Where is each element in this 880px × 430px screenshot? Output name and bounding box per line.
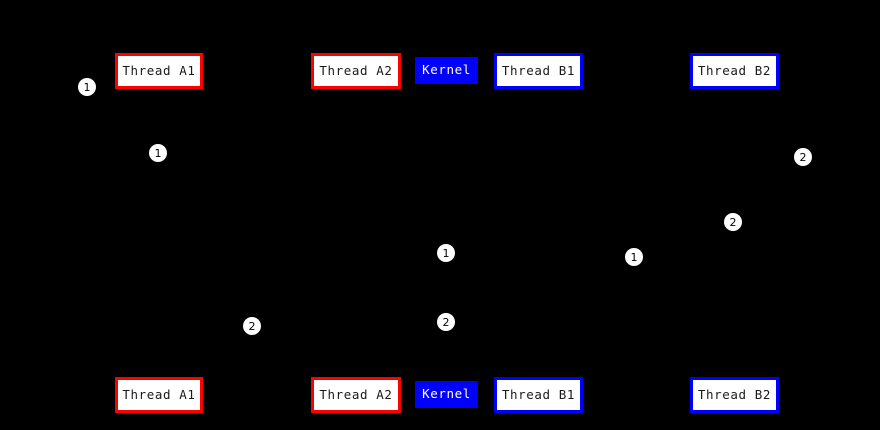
- lifeline-nub-kernel: [445, 83, 448, 86]
- arrowhead-icon: [152, 93, 160, 101]
- participant-thread-b2[interactable]: Thread B2: [690, 53, 779, 89]
- participant-label: Thread B2: [697, 62, 772, 78]
- arrowhead-icon: [349, 332, 357, 340]
- participant-thread-a1-bottom[interactable]: Thread A1: [115, 377, 203, 413]
- participant-label: Thread A2: [319, 62, 393, 78]
- sequence-badge-2: 2: [437, 313, 455, 331]
- lifeline-nub-thread-b2: [733, 88, 736, 91]
- participant-label: Thread B1: [501, 386, 576, 402]
- lifeline-thread-a1: [159, 89, 161, 377]
- message-msg-8: [252, 332, 357, 340]
- participant-label: Thread A1: [122, 62, 196, 78]
- arrowhead-icon: [152, 159, 160, 167]
- lifeline-thread-b1: [538, 89, 540, 377]
- lifeline-nub-thread-a2: [355, 88, 358, 91]
- message-msg-3: [733, 161, 794, 169]
- lifeline-thread-a2: [356, 89, 358, 377]
- participant-kernel-bottom[interactable]: Kernel: [415, 381, 478, 408]
- arrowhead-icon: [733, 161, 741, 169]
- arrowhead-icon: [439, 259, 447, 267]
- sequence-badge-1: 1: [149, 144, 167, 162]
- sequence-badge-1: 1: [625, 248, 643, 266]
- participant-thread-b2-bottom[interactable]: Thread B2: [690, 377, 779, 413]
- participant-label: Kernel: [422, 386, 471, 402]
- participant-label: Thread A1: [122, 386, 196, 402]
- arrowhead-icon: [439, 328, 447, 336]
- sequence-badge-1: 1: [437, 244, 455, 262]
- sequence-badge-2: 2: [794, 148, 812, 166]
- participant-label: Thread B2: [697, 386, 772, 402]
- participant-kernel[interactable]: Kernel: [415, 57, 478, 84]
- lifeline-nub-thread-a1: [158, 88, 161, 91]
- message-msg-1: [78, 93, 160, 101]
- participant-thread-a1[interactable]: Thread A1: [115, 53, 203, 89]
- arrowhead-icon: [537, 261, 545, 269]
- lifeline-kernel: [446, 84, 448, 381]
- participant-thread-a2-bottom[interactable]: Thread A2: [311, 377, 401, 413]
- sequence-badge-2: 2: [243, 317, 261, 335]
- participant-label: Kernel: [422, 62, 471, 78]
- message-msg-6: [537, 261, 625, 269]
- participant-thread-b1-bottom[interactable]: Thread B1: [494, 377, 583, 413]
- sequence-badge-2: 2: [724, 213, 742, 231]
- participant-label: Thread B1: [501, 62, 576, 78]
- sequence-badge-1: 1: [78, 78, 96, 96]
- lifeline-nub-thread-b1: [537, 88, 540, 91]
- arrowhead-icon: [727, 228, 735, 236]
- participant-label: Thread A2: [319, 386, 393, 402]
- participant-thread-a2[interactable]: Thread A2: [311, 53, 401, 89]
- participant-thread-b1[interactable]: Thread B1: [494, 53, 583, 89]
